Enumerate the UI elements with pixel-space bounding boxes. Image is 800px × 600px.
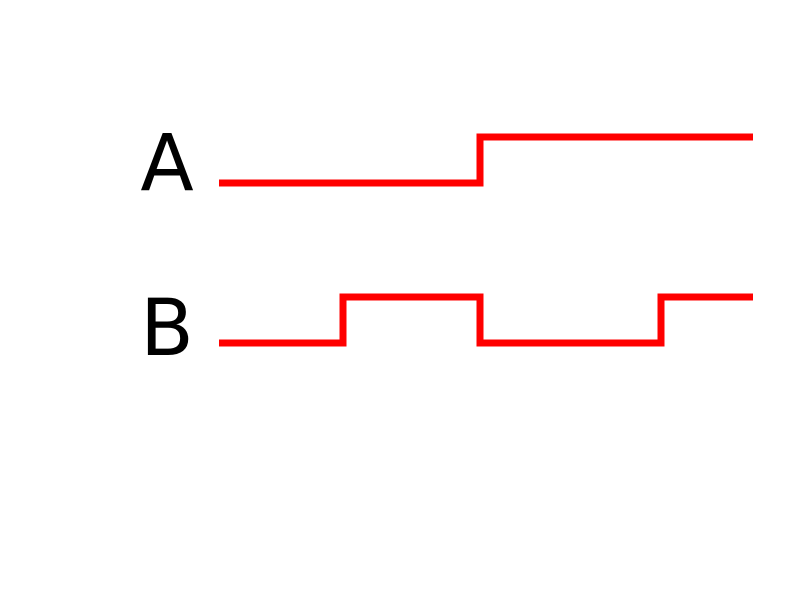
signal-a-label: A	[140, 119, 193, 209]
signal-b-waveform	[219, 293, 753, 347]
signal-a: A	[140, 119, 753, 209]
signal-b: B	[140, 284, 753, 374]
signal-b-label: B	[140, 284, 194, 374]
signal-a-waveform	[219, 133, 753, 187]
